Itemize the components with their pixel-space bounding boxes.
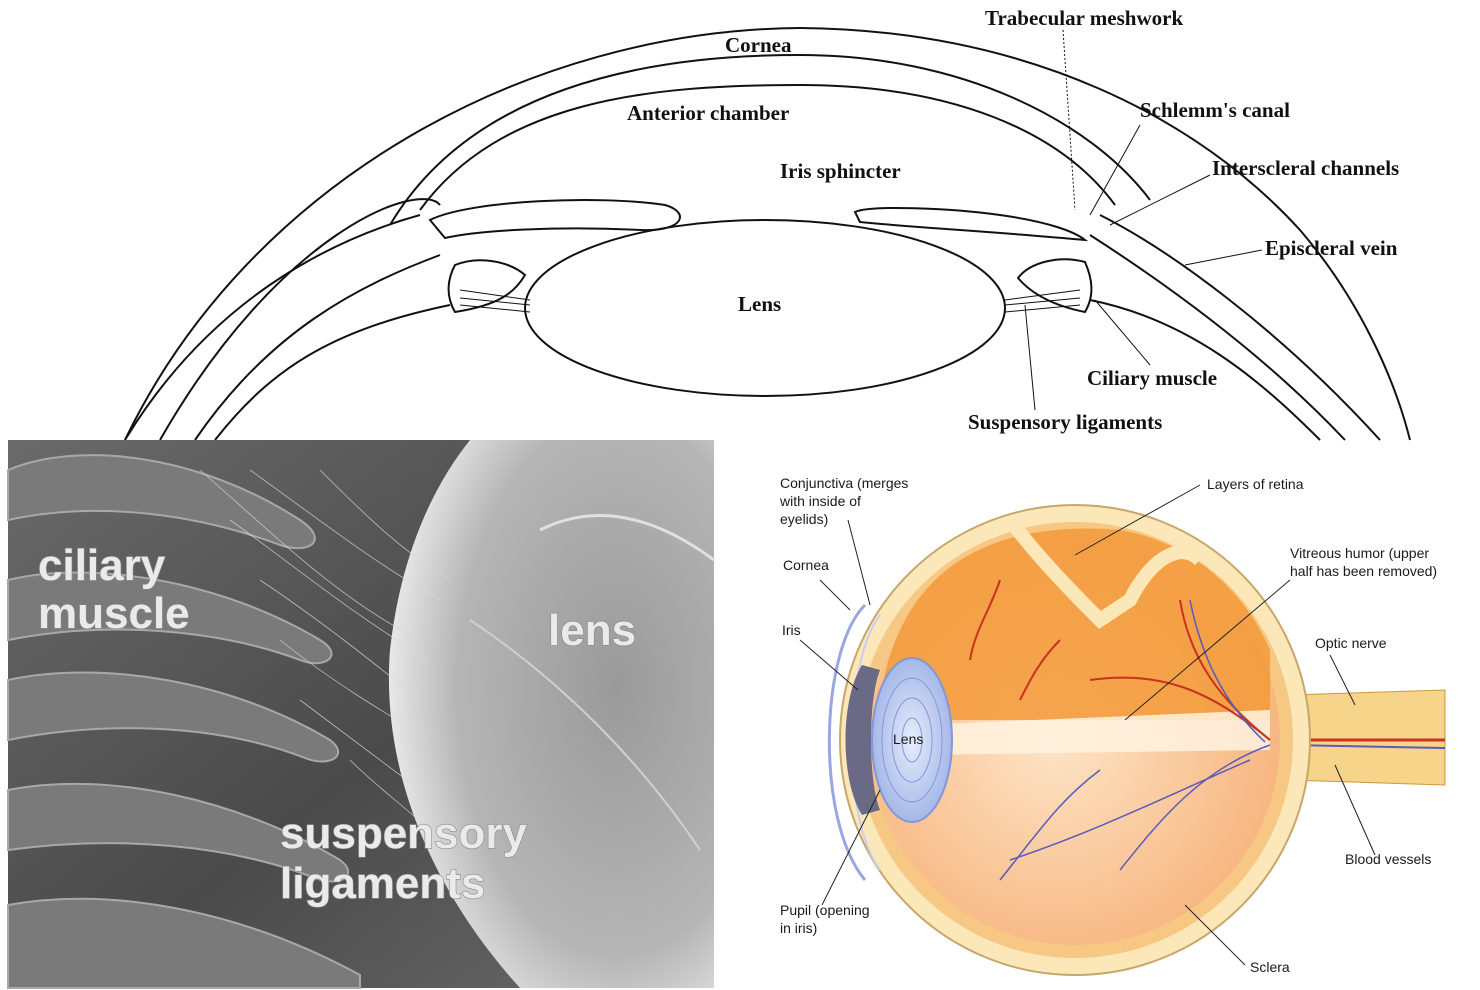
ciliary-left	[449, 260, 525, 312]
label-sem-lens: lens	[548, 606, 636, 655]
label-sem-muscle: muscle	[38, 589, 190, 638]
label-sem-ligaments: ligaments	[280, 859, 485, 908]
optic-nerve-shape	[1290, 690, 1445, 785]
label-vitreous-2: half has been removed)	[1290, 563, 1437, 579]
label-cornea-c: Cornea	[783, 557, 829, 573]
label-pupil-2: in iris)	[780, 920, 817, 936]
label-conjunctiva-2: with inside of	[779, 493, 861, 509]
label-pupil-1: Pupil (opening	[780, 902, 870, 918]
outer-sclera-line	[125, 28, 1410, 440]
label-episcleral-vein: Episcleral vein	[1265, 236, 1398, 260]
label-schlemms-canal: Schlemm's canal	[1140, 98, 1290, 122]
leader-interscleral	[1110, 175, 1210, 225]
label-conjunctiva-3: eyelids)	[780, 511, 828, 527]
label-sclera: Sclera	[1250, 959, 1290, 975]
label-suspensory-ligaments: Suspensory ligaments	[968, 410, 1162, 434]
label-vitreous-1: Vitreous humor (upper	[1290, 545, 1429, 561]
leader-conjunctiva	[848, 520, 870, 605]
leader-schlemm	[1090, 125, 1140, 215]
label-cornea: Cornea	[725, 33, 792, 57]
label-ciliary-muscle: Ciliary muscle	[1087, 366, 1217, 390]
leader-trabecular	[1063, 30, 1075, 210]
ciliary-right	[1018, 259, 1091, 312]
label-layers-of-retina: Layers of retina	[1207, 476, 1304, 492]
sclera-left-outer	[125, 215, 420, 440]
label-conjunctiva-1: Conjunctiva (merges	[780, 475, 908, 491]
label-sem-suspensory: suspensory	[280, 809, 528, 858]
top-line-diagram	[125, 28, 1410, 440]
label-blood-vessels: Blood vessels	[1345, 851, 1431, 867]
label-lens: Lens	[738, 292, 781, 316]
label-optic-nerve: Optic nerve	[1315, 635, 1387, 651]
leader-suspensory	[1025, 305, 1035, 410]
label-lens-c: Lens	[893, 731, 923, 747]
leader-ciliary	[1095, 300, 1150, 365]
inner-sclera-line	[160, 199, 440, 440]
label-interscleral-channels: Interscleral channels	[1212, 156, 1399, 180]
leader-cornea-c	[820, 580, 850, 610]
leader-iris-c	[800, 640, 858, 690]
leader-episcleral	[1185, 250, 1262, 265]
label-trabecular-meshwork: Trabecular meshwork	[985, 6, 1183, 30]
label-anterior-chamber: Anterior chamber	[627, 101, 789, 125]
sclera-left-inner	[195, 255, 440, 440]
label-iris-c: Iris	[782, 622, 801, 638]
cornea-outer	[390, 55, 1150, 225]
label-sem-ciliary: ciliary	[38, 541, 166, 590]
iris-right	[855, 208, 1085, 240]
label-iris-sphincter: Iris sphincter	[780, 159, 901, 183]
